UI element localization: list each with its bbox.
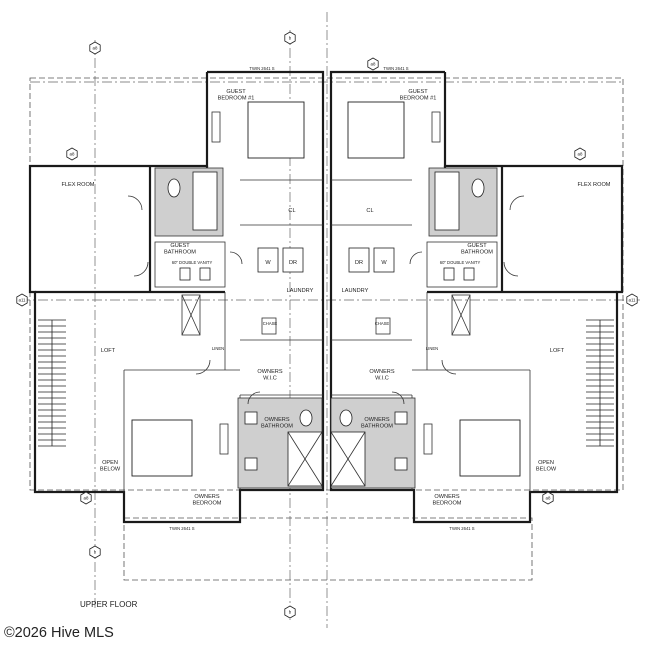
door-swings: [127, 195, 525, 405]
grid-marker-label: a8: [84, 496, 89, 501]
flex-room-label-left: FLEX ROOM: [62, 182, 95, 188]
loft-label-left: LOFT: [101, 348, 116, 354]
vanity-note-right: 60" DOUBLE VANITY: [440, 260, 481, 265]
grid-marker-hex: [16, 293, 28, 307]
grid-marker-hex: [542, 491, 554, 505]
grid-marker-label: b: [94, 550, 97, 555]
loft-label-right: LOFT: [550, 348, 565, 354]
grid-marker-hex: [626, 293, 638, 307]
window-top-left: TWIN 2641 S: [249, 66, 274, 71]
closet-label-right: CL: [366, 208, 373, 214]
grid-marker-label: a8: [546, 496, 551, 501]
washer-label-left: W: [265, 260, 271, 266]
grid-marker-label: b: [289, 36, 292, 41]
grid-marker-label: a8: [371, 62, 376, 67]
grid-marker-label: a8: [578, 152, 583, 157]
beds: [131, 101, 521, 477]
grid-markers: b a8 a8 a8 a8 a11 a11 a8 a8 b b: [16, 31, 638, 619]
drawing-caption: UPPER FLOOR: [80, 600, 138, 609]
linen-label-right: LINEN: [426, 346, 438, 351]
left-stair: [38, 319, 66, 447]
laundry-label-left: LAUNDRY: [287, 288, 314, 294]
closet-label-left: CL: [288, 208, 295, 214]
grid-marker-label: a11: [629, 298, 637, 303]
grid-marker-label: b: [289, 610, 292, 615]
laundry-label-right: LAUNDRY: [342, 288, 369, 294]
grid-marker-label: a11: [19, 298, 27, 303]
dryer-label-left: DR: [289, 260, 297, 266]
grid-marker-label: a8: [93, 46, 98, 51]
grid-marker-hex: [367, 57, 379, 71]
watermark: ©2026 Hive MLS: [4, 625, 114, 641]
window-owner-left: TWIN 2641 S: [169, 526, 194, 531]
window-owner-right: TWIN 2641 S: [449, 526, 474, 531]
vanity-note-left: 60" DOUBLE VANITY: [172, 260, 213, 265]
chase-label-right: CHASE: [375, 321, 390, 326]
grid-marker-hex: [89, 545, 101, 559]
grid-marker-hex: [574, 147, 586, 161]
chase-label-left: CHASE: [263, 321, 278, 326]
dryer-label-right: DR: [355, 260, 363, 266]
right-stair: [586, 319, 614, 447]
washer-label-right: W: [381, 260, 387, 266]
grid-marker-hex: [66, 147, 78, 161]
grid-marker-hex: [80, 491, 92, 505]
linen-label-left: LINEN: [212, 346, 224, 351]
grid-marker-label: a8: [70, 152, 75, 157]
fixtures: [167, 171, 485, 487]
grid-marker-hex: [284, 31, 296, 45]
grid-marker-hex: [89, 41, 101, 55]
flex-room-label-right: FLEX ROOM: [578, 182, 611, 188]
grid-marker-hex: [284, 605, 296, 619]
window-top-right: TWIN 2641 S: [383, 66, 408, 71]
